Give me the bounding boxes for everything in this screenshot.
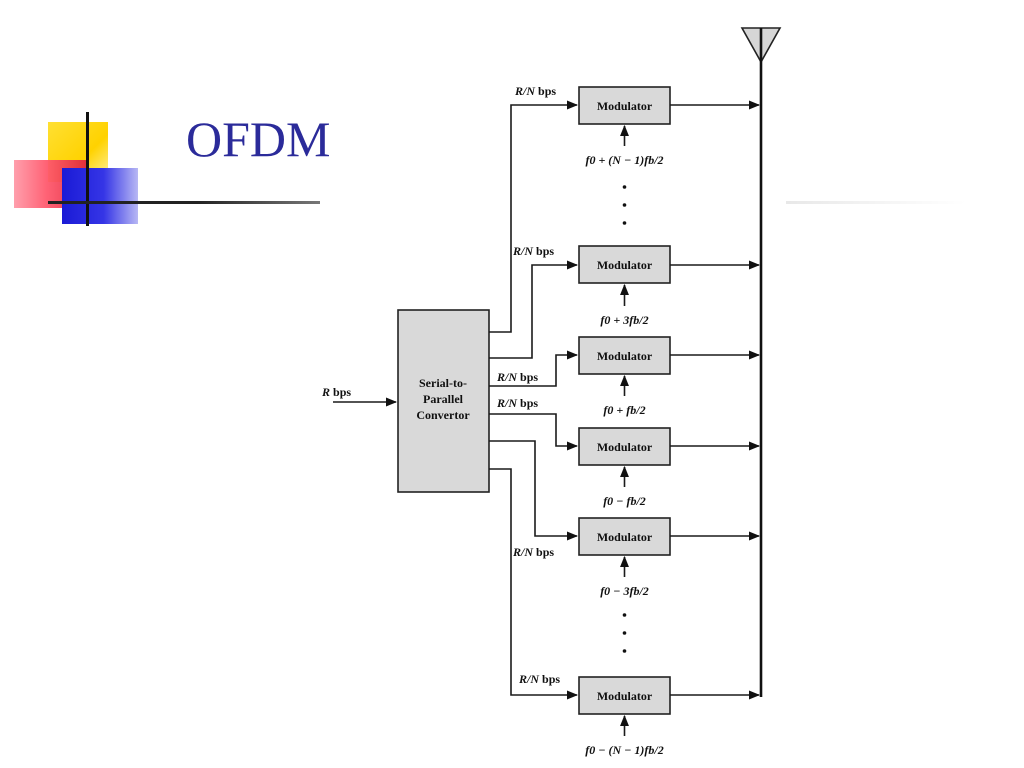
svg-text:Modulator: Modulator xyxy=(597,349,653,363)
decor-vertical-line xyxy=(86,112,89,226)
converter-label-line-3: Convertor xyxy=(416,408,470,422)
ellipsis-dot xyxy=(622,185,627,189)
svg-text:Modulator: Modulator xyxy=(597,440,653,454)
modulator-4: Modulator xyxy=(578,427,671,466)
frequency-label-1: f0 + (N − 1)fb/2 xyxy=(585,153,663,167)
frequency-label-6: f0 − (N − 1)fb/2 xyxy=(585,743,664,757)
rate-label-4: R/N bps xyxy=(496,396,538,410)
svg-text:Modulator: Modulator xyxy=(597,258,653,272)
slide-title: OFDM xyxy=(186,111,331,167)
ellipsis-dot xyxy=(622,203,627,207)
rate-label-2: R/N bps xyxy=(512,244,554,258)
svg-text:Modulator: Modulator xyxy=(597,530,653,544)
decor-right-rule xyxy=(786,201,966,204)
rate-label-6: R/N bps xyxy=(518,672,560,686)
frequency-label-3: f0 + fb/2 xyxy=(603,403,645,417)
modulator-6: Modulator xyxy=(578,676,671,715)
antenna-icon xyxy=(740,27,782,697)
branch-wire-1 xyxy=(489,100,579,333)
modulator-3: Modulator xyxy=(578,336,671,375)
branch-wire-6 xyxy=(489,468,579,700)
ellipsis-dot xyxy=(622,221,627,225)
branch-wire-4 xyxy=(489,413,579,451)
ellipsis-dot xyxy=(622,613,627,617)
branch-wire-3 xyxy=(489,350,579,387)
input-rate-label: R bps xyxy=(321,385,351,399)
svg-text:Modulator: Modulator xyxy=(597,689,653,703)
ellipsis-dot xyxy=(622,631,627,635)
frequency-label-2: f0 + 3fb/2 xyxy=(600,313,648,327)
rate-label-3: R/N bps xyxy=(496,370,538,384)
branch-wire-2 xyxy=(489,260,579,359)
rate-label-1: R/N bps xyxy=(514,84,556,98)
serial-to-parallel-converter xyxy=(397,309,490,493)
frequency-label-5: f0 − 3fb/2 xyxy=(600,584,649,598)
svg-text:Modulator: Modulator xyxy=(597,99,653,113)
converter-label-line-2: Parallel xyxy=(423,392,464,406)
branch-wire-5 xyxy=(489,440,579,541)
converter-label-line-1: Serial-to- xyxy=(419,376,467,390)
modulator-1: Modulator xyxy=(578,86,671,125)
rate-label-5: R/N bps xyxy=(512,545,554,559)
decor-blue-square xyxy=(62,168,138,224)
decor-title-underline xyxy=(48,201,320,204)
frequency-label-4: f0 − fb/2 xyxy=(603,494,646,508)
modulator-5: Modulator xyxy=(578,517,671,556)
ellipsis-dot xyxy=(622,649,627,653)
modulator-2: Modulator xyxy=(578,245,671,284)
